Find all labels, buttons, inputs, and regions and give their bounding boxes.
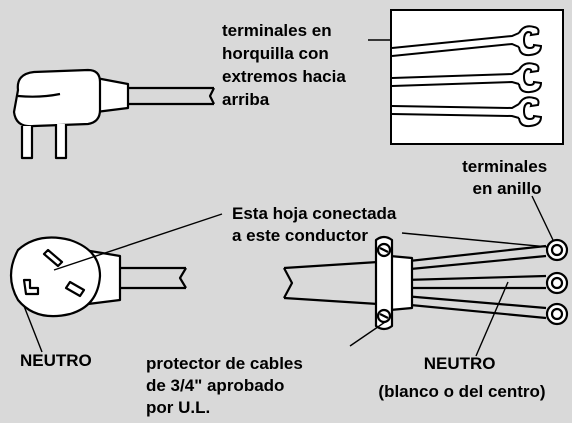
fork-terminal-icon — [391, 25, 543, 128]
neutral-wire-label: NEUTRO (blanco o del centro) — [378, 354, 545, 401]
angled-plug-icon — [12, 68, 215, 160]
ring-terminals-label: terminales en anillo — [462, 157, 552, 198]
sheet-connected-label: Esta hoja conectada a este conductor — [232, 204, 401, 245]
fork-terminals-label: terminales en horquilla con extremos hac… — [222, 21, 351, 109]
leader-lines — [23, 39, 554, 357]
neutral-plug-label: NEUTRO — [20, 351, 92, 370]
four-prong-plug-icon — [9, 236, 187, 318]
cable-assembly — [283, 235, 569, 331]
strain-relief-label: protector de cables de 3/4" aprobado por… — [146, 354, 308, 417]
ring-terminal-icon — [545, 238, 569, 326]
cable-clamp-icon — [374, 235, 414, 331]
fork-terminal-inset — [390, 9, 564, 145]
